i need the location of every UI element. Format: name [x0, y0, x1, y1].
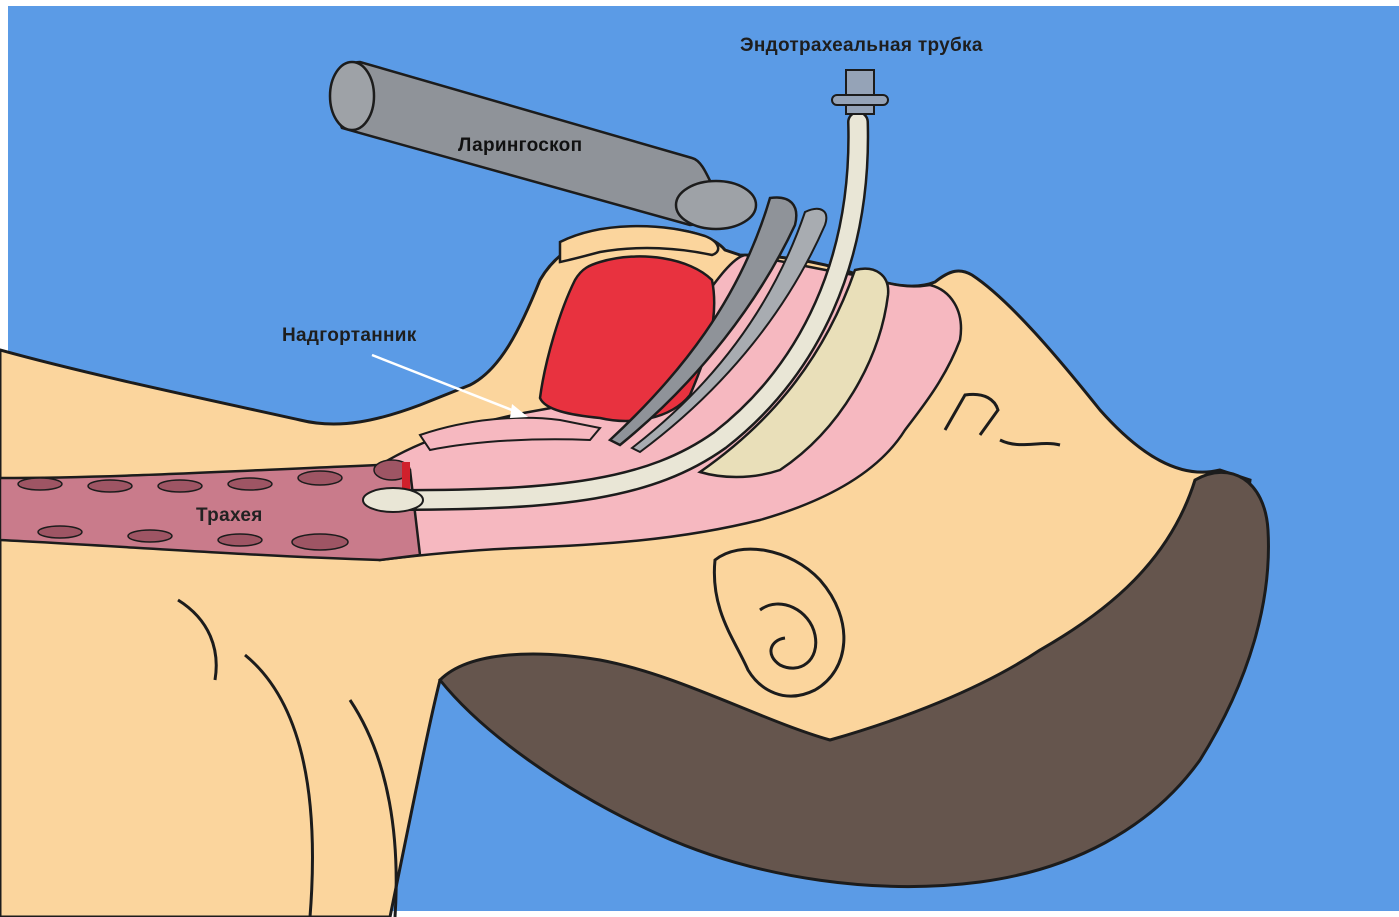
trachea-label: Трахея [196, 505, 263, 527]
tube-cuff [363, 488, 423, 512]
tube-connector [846, 70, 874, 114]
laryngoscope-end [676, 181, 756, 229]
epiglottis-label: Надгортанник [282, 325, 417, 347]
tube-connector-flange [832, 95, 888, 105]
laryngoscope-label: Ларингоскоп [458, 135, 582, 157]
endotracheal-tube-label: Эндотрахеальная трубка [740, 35, 983, 57]
laryngoscope-cap [330, 62, 374, 130]
frame-top [0, 0, 1399, 6]
